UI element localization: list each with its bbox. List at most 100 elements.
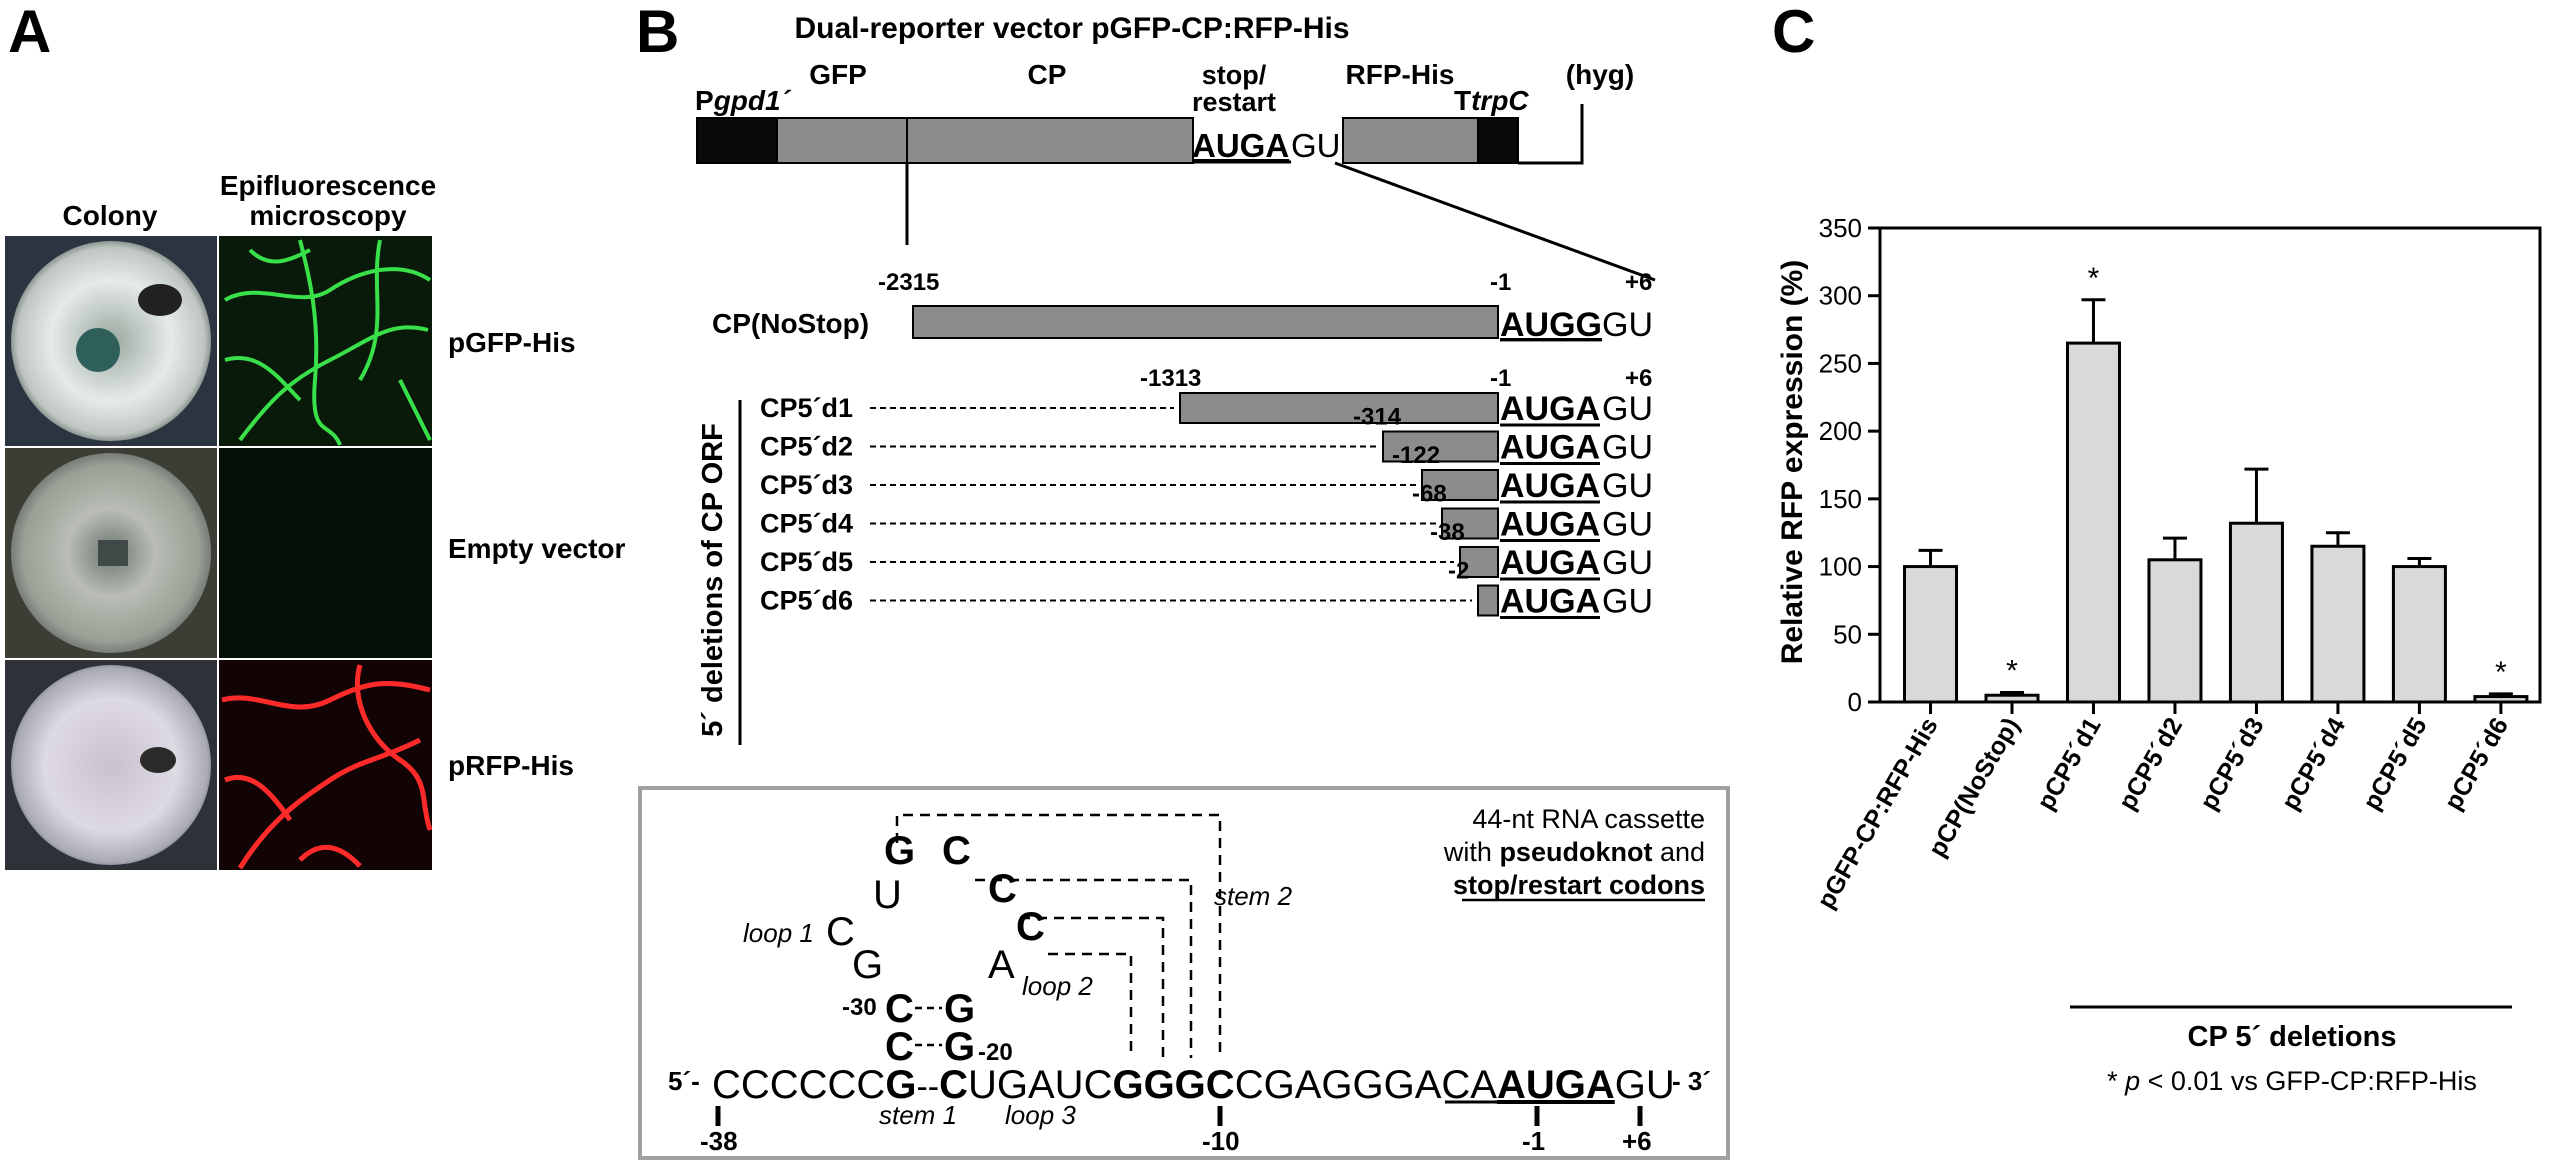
zoom-line-right — [1334, 161, 1656, 282]
deletion-start-num: -314 — [1353, 404, 1402, 431]
x-tick-label: pCP5´d3 — [2195, 713, 2270, 815]
nt-c2: C — [988, 867, 1017, 911]
marker-minus30: -30 — [842, 994, 877, 1021]
deletion-bar — [1459, 546, 1499, 578]
nostop-label: CP(NoStop) — [712, 308, 869, 339]
deletion-codon: AUGA — [1500, 467, 1600, 505]
x-tick-label: pCP5´d6 — [2439, 713, 2514, 815]
terminator-box — [1477, 117, 1519, 164]
deletion-start-num: -2 — [1448, 558, 1469, 585]
deletion-label: CP5´d3 — [760, 470, 853, 500]
pos-minus1: -1 — [1522, 1126, 1545, 1156]
vector-codon-tail: GU — [1291, 127, 1341, 164]
colony-center-empty — [98, 540, 128, 566]
panel-a: A Colony Epifluorescence microscopy pGFP… — [5, 0, 625, 870]
deletion-tail: GU — [1602, 467, 1653, 505]
stem2-label: stem 2 — [1214, 881, 1293, 911]
position-ticks — [715, 1106, 1643, 1126]
loop2-label: loop 2 — [1022, 971, 1093, 1001]
deletion-codon: AUGA — [1500, 390, 1600, 428]
deletion-start-num: -38 — [1430, 519, 1465, 546]
rfp-box — [1342, 117, 1479, 164]
nostop-tail: GU — [1602, 306, 1653, 344]
nt-c20: C — [885, 1025, 914, 1069]
deletion-codon: AUGA — [1500, 429, 1600, 467]
gfp-box — [776, 117, 908, 164]
seq-line: CCCCCCG--CUGAUCGGGCCGAGGGACAAUGAGU — [712, 1063, 1675, 1107]
x-tick-label: pCP5´d2 — [2113, 713, 2188, 815]
nt-a: A — [988, 943, 1015, 987]
terminator-label: TtrpC — [1454, 85, 1529, 116]
nt-c3: C — [1016, 905, 1045, 949]
colony-header: Colony — [63, 200, 158, 231]
stop-label-1: stop/ — [1202, 60, 1267, 90]
bar-chart: 050100150200250300350pGFP-CP:RFP-His*pCP… — [1812, 213, 2542, 913]
deletion-tail: GU — [1602, 544, 1653, 582]
row-label-rfp: pRFP-His — [448, 750, 574, 781]
cp-box — [906, 117, 1194, 164]
gfp-hyphae — [224, 239, 432, 446]
five-prime: 5´- — [668, 1066, 700, 1096]
nt-g-left: G — [852, 943, 883, 987]
nt-c30: C — [885, 987, 914, 1031]
nostop-end-num: +6 — [1625, 269, 1652, 296]
nt-u: U — [873, 873, 902, 917]
nt-g20: G — [944, 1025, 975, 1069]
deletion-bar — [1421, 469, 1499, 501]
deletion-bar — [1382, 430, 1499, 463]
deletion-label: CP5´d6 — [760, 586, 853, 616]
deletion-tail: GU — [1602, 390, 1653, 428]
stem2-pairs — [895, 813, 1222, 1058]
panel-a-letter: A — [8, 0, 51, 65]
cassette-box — [638, 786, 1730, 1160]
loop1-label: loop 1 — [743, 918, 814, 948]
bar — [2065, 341, 2121, 704]
deletion-label: CP5´d2 — [760, 432, 853, 462]
nostop-bar — [912, 305, 1499, 339]
nt-g-top: G — [884, 829, 915, 873]
bar — [2147, 558, 2203, 704]
three-prime: - 3´ — [1672, 1066, 1711, 1096]
deletion-minus1: -1 — [1490, 365, 1511, 392]
hyg-label: (hyg) — [1566, 59, 1634, 90]
nt-c-left: C — [826, 910, 855, 954]
promoter-box — [696, 117, 778, 164]
deletion-bar — [1477, 584, 1499, 617]
gfp-label: GFP — [809, 59, 867, 90]
bar — [2310, 544, 2366, 704]
deletion-codon: AUGA — [1500, 506, 1600, 544]
hyg-line — [1518, 104, 1584, 165]
x-tick-label: pCP5´d4 — [2276, 713, 2351, 815]
colony-spot-gfp — [138, 284, 182, 316]
pos-plus6: +6 — [1622, 1126, 1652, 1156]
x-tick-label: pCP5´d5 — [2358, 713, 2433, 815]
bar — [2228, 521, 2284, 704]
row-label-empty: Empty vector — [448, 533, 625, 564]
y-tick-label: 200 — [1819, 416, 1862, 446]
microscopy-image-rfp — [219, 660, 432, 870]
plot-frame — [1878, 226, 2542, 704]
vector-codon: AUGA — [1192, 127, 1289, 164]
nt-c-top: C — [942, 829, 971, 873]
colony-center-gfp — [76, 328, 120, 372]
rfp-label: RFP-His — [1346, 59, 1455, 90]
deletion-start-num: -68 — [1412, 481, 1447, 508]
deletion-tail: GU — [1602, 506, 1653, 544]
cassette-desc-3: stop/restart codons — [1453, 870, 1705, 900]
y-tick-label: 350 — [1819, 213, 1862, 243]
vector-title: Dual-reporter vector pGFP-CP:RFP-His — [794, 12, 1349, 45]
cp-label: CP — [1028, 59, 1067, 90]
deletion-bar — [1179, 392, 1499, 424]
pos-minus10: -10 — [1202, 1126, 1240, 1156]
deletion-label: CP5´d5 — [760, 547, 853, 577]
bar — [1984, 693, 2040, 704]
deletion-codon: AUGA — [1500, 544, 1600, 582]
deletion-plus6: +6 — [1625, 365, 1652, 392]
stem1-pairs — [915, 1006, 942, 1047]
y-tick-label: 50 — [1833, 619, 1862, 649]
deletion-bar — [1441, 507, 1499, 540]
